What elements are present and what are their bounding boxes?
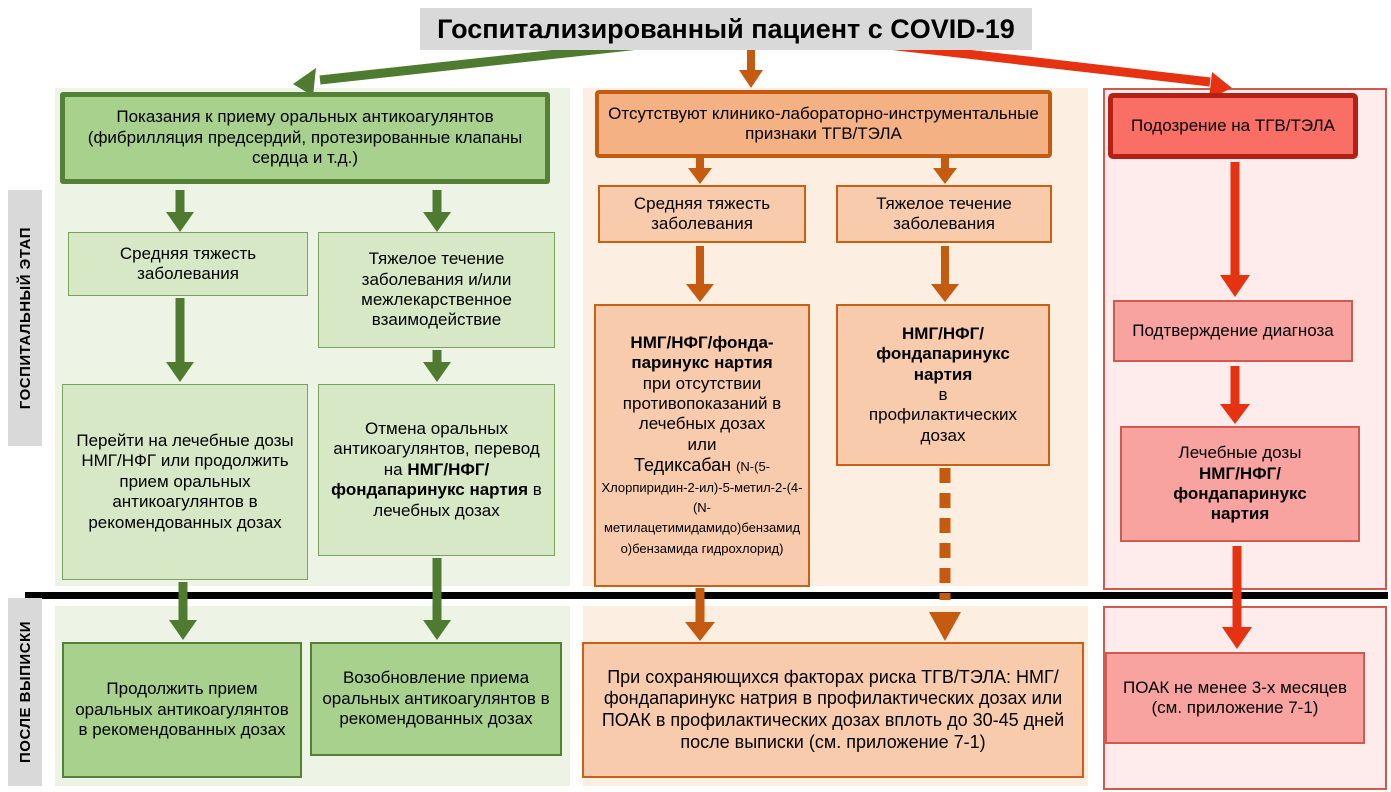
node-persistent-risk-factors: При сохраняющихся факторах риска ТГВ/ТЭЛ… <box>582 642 1084 778</box>
node-no-dvt-pe-signs: Отсутствуют клинико-лабораторно-инструме… <box>595 90 1052 158</box>
node-oral-anticoag-indications: Показания к приему оральных антикоагулян… <box>60 92 550 184</box>
node-moderate-severity-left: Средняя тяжесть заболевания <box>68 232 308 296</box>
stage-label-discharge-text: ПОСЛЕ ВЫПИСКИ <box>16 621 34 763</box>
stage-label-hospital: ГОСПИТАЛЬНЫЙ ЭТАП <box>8 190 42 446</box>
node-moderate-severity-mid: Средняя тяжесть заболевания <box>598 185 806 243</box>
node-diagnosis-confirmation: Подтверждение диагноза <box>1113 300 1353 362</box>
node-cancel-oral-anticoag-text: Отмена оральных антикоагулянтов, перевод… <box>331 419 542 520</box>
page-title: Госпитализированный пациент с COVID-19 <box>420 8 1032 50</box>
node-suspected-dvt-pe: Подозрение на ТГВ/ТЭЛА <box>1108 93 1358 159</box>
stage-label-discharge: ПОСЛЕ ВЫПИСКИ <box>8 598 42 786</box>
stage-label-hospital-text: ГОСПИТАЛЬНЫЙ ЭТАП <box>16 226 34 410</box>
node-switch-to-treatment-doses: Перейти на лечебные дозы НМГ/НФГ или про… <box>62 384 308 580</box>
node-severe-course-left: Тяжелое течение заболевания и/или межлек… <box>318 232 555 348</box>
arrow-title-to-middle <box>739 48 763 88</box>
node-severe-course-mid: Тяжелое течение заболевания <box>836 185 1052 243</box>
stage-divider-line <box>25 592 1388 599</box>
node-cancel-oral-anticoag: Отмена оральных антикоагулянтов, перевод… <box>318 384 555 556</box>
node-doac-3-months: ПОАК не менее 3-х месяцев (см. приложени… <box>1105 652 1365 744</box>
node-resume-oral-anticoag: Возобновление приема оральных антикоагул… <box>310 642 562 756</box>
node-continue-oral-anticoag: Продолжить прием оральных антикоагулянто… <box>62 642 302 778</box>
